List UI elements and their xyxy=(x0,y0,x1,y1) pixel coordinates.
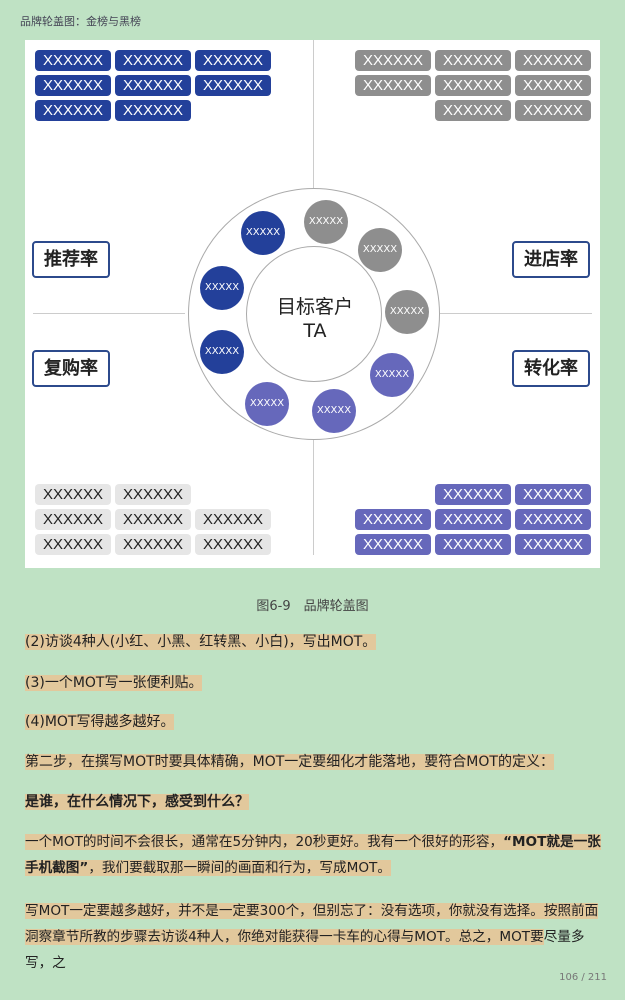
purple-circle: XXXXX xyxy=(312,389,356,433)
divider xyxy=(33,313,185,314)
text: 一个MOT的时间不会很长，通常在5分钟内，20秒更好。我有一个很好的形容， xyxy=(25,834,504,850)
blue-tag: XXXXXX xyxy=(35,75,111,96)
label-visit-rate: 进店率 xyxy=(512,241,590,278)
divider xyxy=(313,440,314,555)
text: (2)访谈4种人(小红、小黑、红转黑、小白)，写出MOT。 xyxy=(25,634,377,650)
blue-tag: XXXXXX xyxy=(35,100,111,121)
paragraph: (3)一个MOT写一张便利贴。 xyxy=(25,670,605,696)
light-tag: XXXXXX xyxy=(35,509,111,530)
light-tag: XXXXXX xyxy=(35,484,111,505)
blue-circle: XXXXX xyxy=(241,211,285,255)
book-title: 品牌轮盖图：金榜与黑榜 xyxy=(20,15,141,28)
inner-ring xyxy=(246,246,382,382)
text: (4)MOT写得越多越好。 xyxy=(25,714,175,730)
paragraph: (2)访谈4种人(小红、小黑、红转黑、小白)，写出MOT。 xyxy=(25,629,605,655)
gray-circle: XXXXX xyxy=(304,200,348,244)
light-tag: XXXXXX xyxy=(35,534,111,555)
figure-caption: 图6-9 品牌轮盖图 xyxy=(256,599,369,614)
blue-tag: XXXXXX xyxy=(115,100,191,121)
purple-tag: XXXXXX xyxy=(515,484,591,505)
gray-circle: XXXXX xyxy=(358,228,402,272)
blue-circle: XXXXX xyxy=(200,266,244,310)
page-number: 106 / 211 xyxy=(559,972,607,983)
text: 写MOT一定要越多越好，并不是一定要300个，但别忘了：没有选项，你就没有选择。… xyxy=(25,903,599,945)
purple-tag: XXXXXX xyxy=(355,534,431,555)
text: 第二步，在撰写MOT时要具体精确，MOT一定要细化才能落地，要符合MOT的定义： xyxy=(25,754,554,770)
light-tag: XXXXXX xyxy=(115,484,191,505)
text-bold: “MOT就是一张手机截图” xyxy=(25,834,601,876)
center-label-ta: TA xyxy=(303,320,327,342)
light-tag: XXXXXX xyxy=(115,534,191,555)
gray-tag: XXXXXX xyxy=(515,100,591,121)
blue-tag: XXXXXX xyxy=(115,50,191,71)
text: 是谁，在什么情况下，感受到什么？ xyxy=(25,794,249,810)
paragraph: (4)MOT写得越多越好。 xyxy=(25,709,605,735)
purple-tag: XXXXXX xyxy=(435,534,511,555)
purple-tag: XXXXXX xyxy=(515,509,591,530)
gray-tag: XXXXXX xyxy=(355,75,431,96)
blue-tag: XXXXXX xyxy=(195,50,271,71)
gray-tag: XXXXXX xyxy=(355,50,431,71)
divider xyxy=(440,313,592,314)
blue-tag: XXXXXX xyxy=(195,75,271,96)
purple-tag: XXXXXX xyxy=(355,509,431,530)
light-tag: XXXXXX xyxy=(195,509,271,530)
gray-tag: XXXXXX xyxy=(435,75,511,96)
text: ，我们要截取那一瞬间的画面和行为，写成MOT。 xyxy=(88,860,391,876)
text: 尽量多写，之 xyxy=(25,929,585,971)
light-tag: XXXXXX xyxy=(115,509,191,530)
gray-tag: XXXXXX xyxy=(435,50,511,71)
gray-tag: XXXXXX xyxy=(515,75,591,96)
gray-tag: XXXXXX xyxy=(435,100,511,121)
paragraph: 一个MOT的时间不会很长，通常在5分钟内，20秒更好。我有一个很好的形容，“MO… xyxy=(25,829,605,881)
label-conversion-rate: 转化率 xyxy=(512,350,590,387)
label-repurchase-rate: 复购率 xyxy=(32,350,110,387)
text: (3)一个MOT写一张便利贴。 xyxy=(25,675,203,691)
divider xyxy=(313,40,314,190)
paragraph: 第二步，在撰写MOT时要具体精确，MOT一定要细化才能落地，要符合MOT的定义： xyxy=(25,749,605,775)
purple-tag: XXXXXX xyxy=(435,484,511,505)
gray-circle: XXXXX xyxy=(385,290,429,334)
blue-tag: XXXXXX xyxy=(115,75,191,96)
purple-circle: XXXXX xyxy=(370,353,414,397)
center-label: 目标客户 xyxy=(276,296,353,318)
blue-tag: XXXXXX xyxy=(35,50,111,71)
purple-tag: XXXXXX xyxy=(515,534,591,555)
label-recommend-rate: 推荐率 xyxy=(32,241,110,278)
paragraph-bold: 是谁，在什么情况下，感受到什么？ xyxy=(25,789,605,815)
purple-circle: XXXXX xyxy=(245,382,289,426)
light-tag: XXXXXX xyxy=(195,534,271,555)
purple-tag: XXXXXX xyxy=(435,509,511,530)
blue-circle: XXXXX xyxy=(200,330,244,374)
gray-tag: XXXXXX xyxy=(515,50,591,71)
paragraph: 写MOT一定要越多越好，并不是一定要300个，但别忘了：没有选项，你就没有选择。… xyxy=(25,898,605,976)
